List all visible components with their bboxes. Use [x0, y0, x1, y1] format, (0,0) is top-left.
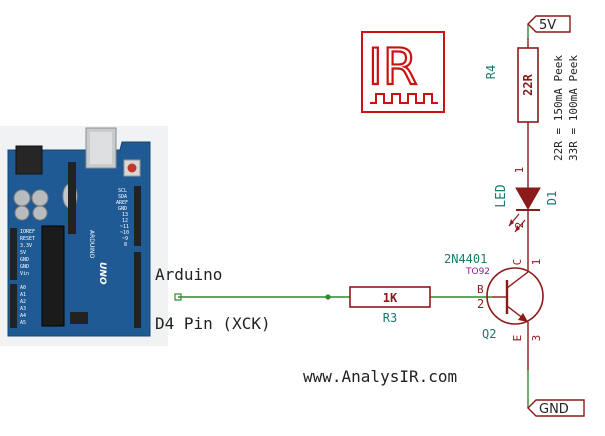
reset-button-cap	[127, 163, 137, 173]
d1-pin2: 2	[513, 222, 526, 229]
power-header	[10, 228, 17, 280]
arduino-board: IOREF RESET 3.3V 5V GND GND Vin A0 A1 A2…	[0, 126, 168, 346]
board-pin-label: RESET	[20, 236, 35, 242]
q2-pin-c: C	[511, 259, 524, 266]
board-pin-label: 12	[122, 218, 128, 224]
r4-designator: R4	[484, 65, 498, 79]
resistor-r4: 22R R4	[484, 38, 539, 160]
digital-header	[68, 162, 76, 234]
board-brand: ARDUINO	[88, 230, 95, 259]
vcc-label: 5V	[539, 18, 556, 33]
capacitor	[14, 205, 30, 221]
d1-value: LED	[494, 184, 509, 208]
board-pin-label: 13	[122, 212, 128, 218]
digital-header-right	[134, 252, 141, 328]
capacitor	[13, 189, 31, 207]
q2-pin-e: E	[511, 335, 524, 342]
resistor-r3: 1K R3	[349, 286, 431, 325]
d1-arrowhead	[509, 219, 514, 226]
transistor-q2: 2N4401 TO92 Q2 B 2 C 1 E 3	[444, 240, 544, 370]
website-label: www.AnalysIR.com	[303, 367, 457, 386]
ir-logo-frame	[361, 31, 445, 113]
board-model: UNO	[97, 262, 107, 285]
r4-note-100ma: 33R = 100mA Peek	[567, 55, 580, 161]
q2-value: 2N4401	[444, 252, 487, 266]
vcc-port-symbol	[527, 15, 571, 33]
ir-logo-text: IR	[368, 38, 418, 96]
usb-connector-inner	[90, 132, 112, 164]
board-pin-label: GND	[118, 206, 127, 212]
gnd-label: GND	[539, 402, 569, 417]
capacitor	[32, 205, 48, 221]
board-pin-labels: IOREF RESET 3.3V 5V GND GND Vin A0 A1 A2…	[20, 188, 129, 326]
board-pin-label: GND	[20, 264, 29, 270]
board-pin-label: A5	[20, 320, 26, 326]
q2-pin-num-c: 1	[530, 259, 543, 266]
gnd-port-symbol	[527, 399, 585, 417]
ir-pulse-waveform	[370, 93, 438, 104]
pin-d4-terminal	[174, 293, 182, 301]
q2-collector-line	[506, 271, 529, 289]
board-pin-label: GND	[20, 257, 29, 263]
board-pin-label: ~11	[120, 224, 129, 230]
q2-package: TO92	[465, 267, 490, 277]
q2-pin-b: B	[477, 283, 484, 296]
d1-arrowhead	[515, 225, 520, 232]
analog-header	[10, 284, 17, 328]
board-pin-label: A3	[20, 306, 26, 312]
capacitor	[31, 189, 49, 207]
junction-dot	[325, 294, 331, 300]
board-pin-label: A2	[20, 299, 26, 305]
board-pin-label: A4	[20, 313, 26, 319]
arduino-label: Arduino	[155, 265, 222, 284]
atmega-chip	[41, 225, 65, 327]
q2-body	[486, 267, 544, 325]
board-pin-label: 5V	[20, 250, 26, 256]
board-pin-label: 3.3V	[20, 243, 32, 249]
r3-designator: R3	[383, 311, 397, 325]
board-pin-label: A1	[20, 292, 26, 298]
ir-logo: IR	[361, 31, 445, 113]
q2-pin-num-b: 2	[477, 297, 484, 311]
board-pin-label: SDA	[118, 194, 127, 200]
r4-value: 22R	[521, 73, 535, 95]
r4-note-150ma: 22R = 150mA Peek	[552, 55, 565, 161]
q2-emitter-arrow	[518, 313, 528, 322]
board-pin-label: ~9	[122, 236, 128, 242]
board-pin-label: 8	[124, 242, 127, 248]
q2-pin-num-e: 3	[530, 335, 543, 342]
icsp-header	[70, 312, 88, 324]
board-pin-label: Vin	[20, 271, 29, 277]
wires	[178, 24, 529, 408]
board-pin-label: A0	[20, 285, 26, 291]
board-pin-label: AREF	[116, 200, 128, 206]
r3-body	[349, 286, 431, 308]
power-jack	[15, 145, 43, 175]
d1-pin1: 1	[513, 167, 526, 174]
d1-triangle	[515, 187, 541, 211]
board-pin-label: SCL	[118, 188, 127, 194]
board-pin-label: ~10	[120, 230, 129, 236]
r3-value: 1K	[383, 291, 398, 305]
d1-designator: D1	[545, 191, 559, 205]
d4-pin-label: D4 Pin (XCK)	[155, 314, 271, 333]
q2-designator: Q2	[482, 327, 496, 341]
top-pin-header	[134, 186, 141, 246]
board-pin-label: IOREF	[20, 229, 35, 235]
led-d1: 1 2 LED D1	[494, 160, 559, 240]
